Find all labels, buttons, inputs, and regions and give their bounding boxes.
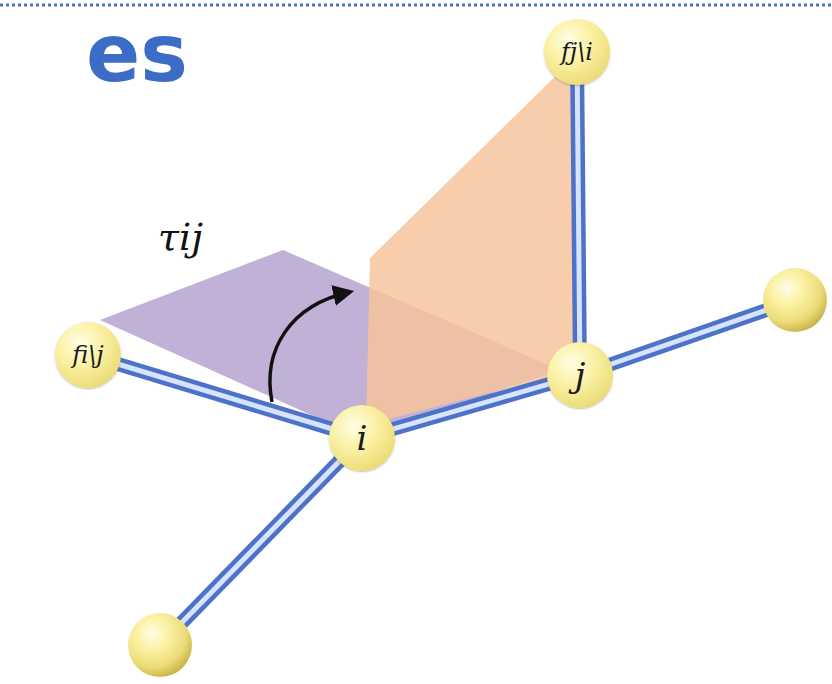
dotted-rule [0, 4, 832, 7]
atom-node: fj\i [544, 19, 610, 85]
bond-highlight [577, 83, 579, 344]
bond-highlight [392, 384, 550, 430]
orange-plane [366, 55, 577, 425]
atom-label: fj\i [561, 40, 593, 64]
bond [580, 300, 795, 375]
bond-connector [392, 384, 550, 430]
atom-node: j [547, 342, 613, 408]
torsion-arrow [270, 292, 350, 402]
bond-highlight [118, 364, 333, 429]
bond [160, 438, 362, 645]
bond-highlight [580, 300, 795, 375]
side-bonds [160, 300, 795, 645]
bond-tube [577, 83, 579, 344]
atom-ball [128, 613, 192, 677]
slide-title: es [86, 14, 188, 94]
bond-highlight [160, 438, 362, 645]
bond-connector [577, 83, 579, 344]
bond-tube [392, 384, 550, 430]
atom-node: i [329, 405, 395, 471]
torsion-label: τij [158, 218, 203, 256]
atom-label: fi\j [72, 343, 104, 367]
bond-tube [118, 364, 333, 429]
atom-label: i [357, 421, 368, 455]
atom-ball [763, 268, 827, 332]
atom-node: fi\j [55, 322, 121, 388]
bond-connector [118, 364, 333, 429]
atom-label: j [575, 358, 586, 392]
